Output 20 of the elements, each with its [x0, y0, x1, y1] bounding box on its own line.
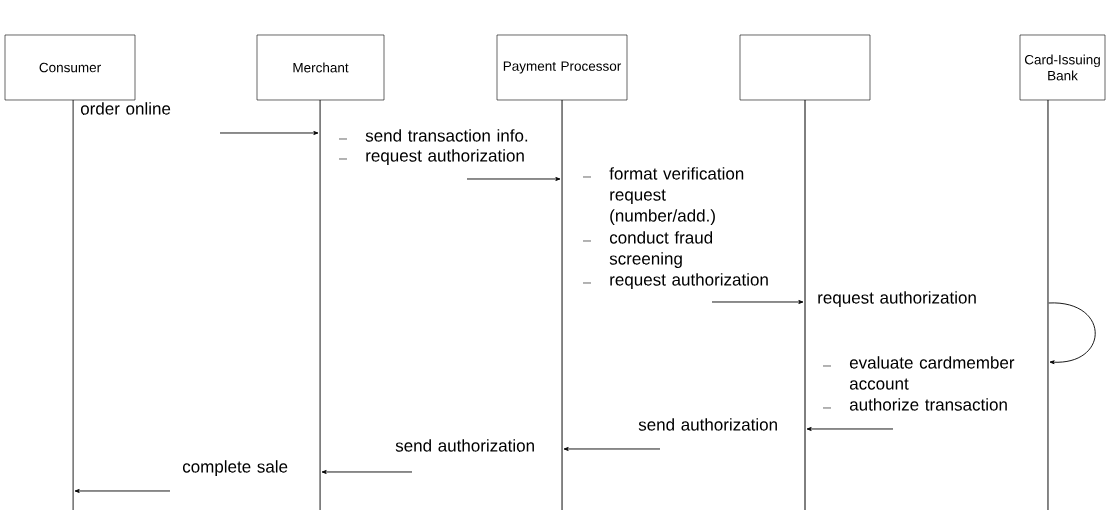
arrow	[563, 447, 661, 451]
arrow	[321, 470, 413, 474]
annotation-text: format verification request (number/add.)	[609, 167, 744, 225]
participant-box: Merchant	[256, 34, 385, 101]
arrow	[711, 300, 804, 304]
annotation-text: send authorization	[638, 418, 777, 431]
arrow	[219, 131, 319, 135]
arrow	[806, 427, 894, 431]
arrow	[1048, 302, 1096, 365]
annotation-text: request authorization	[366, 149, 524, 166]
annotation-text: authorize transaction	[849, 398, 1007, 411]
participant-box: Consumer	[4, 34, 136, 101]
annotation-text: request authorization	[610, 273, 768, 290]
annotation-text: order online	[80, 102, 171, 115]
arrow	[74, 489, 171, 493]
arrow	[466, 177, 561, 181]
participant-box	[739, 34, 871, 101]
participant-box: Payment Processor	[496, 34, 628, 101]
participant-box: Card-Issuing Bank	[1019, 34, 1106, 101]
annotation-text: send transaction info.	[365, 129, 528, 142]
